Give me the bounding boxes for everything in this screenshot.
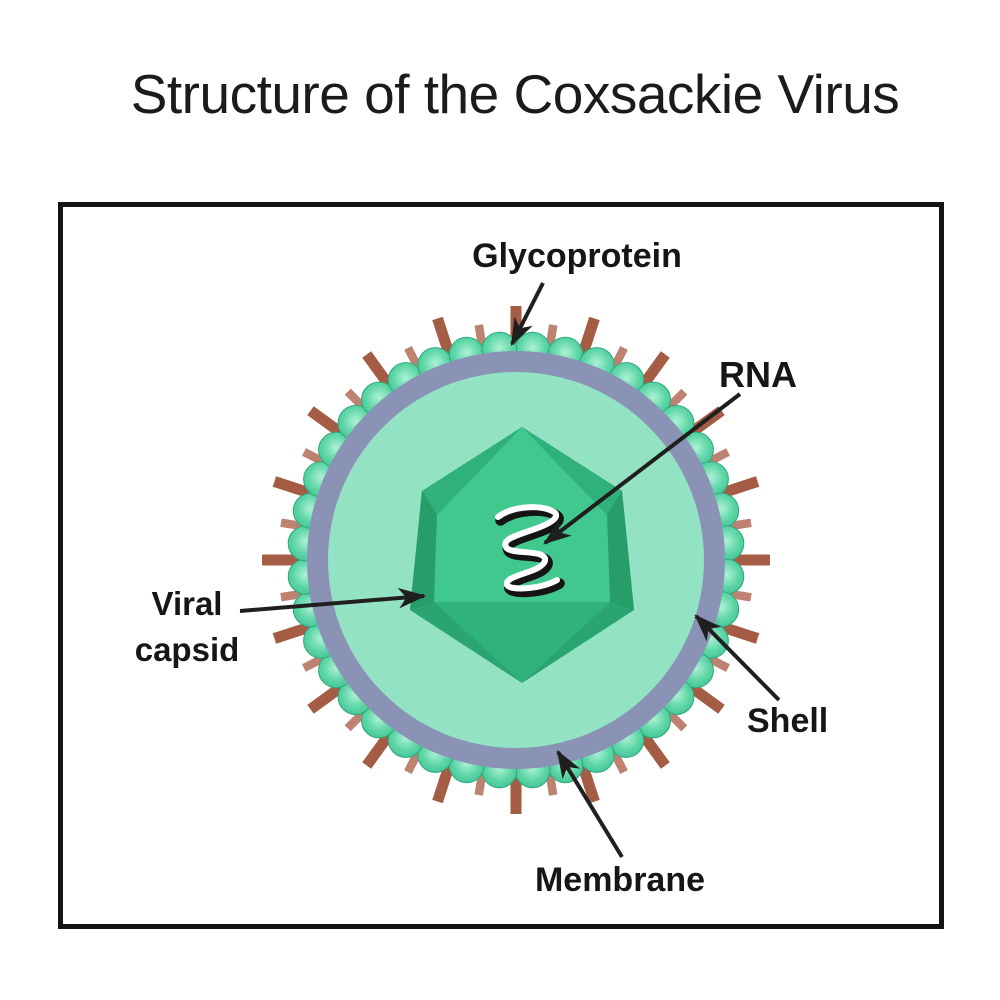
viral-capsid-label-line2: capsid [134,630,240,668]
page-title: Structure of the Coxsackie Virus [130,63,900,125]
capsid-facet-bottom [434,602,610,683]
viral-capsid-label: Viral capsid [135,581,240,672]
capsid-facet-top-left [422,427,522,515]
glycoprotein-label: Glycoprotein [472,237,682,275]
membrane-arrow [556,750,624,859]
rna-label: RNA [719,354,797,395]
glycoprotein-spike-long [510,758,522,814]
annotation-arrows [239,282,781,859]
rna-arrow [543,392,742,545]
glycoprotein-arrow [510,282,545,347]
viral-capsid-arrow [239,587,427,613]
viral-capsid-label-line1: Viral [151,585,223,622]
capsid-facet-left [410,491,437,610]
rna-ribbon [495,504,560,592]
rna-squiggle [495,504,565,598]
shell-label: Shell [747,702,829,740]
capsid-facet-right [607,491,634,610]
membrane-label: Membrane [534,861,706,899]
shell-arrow [694,614,781,702]
capsid-facet-top-right [522,427,622,515]
